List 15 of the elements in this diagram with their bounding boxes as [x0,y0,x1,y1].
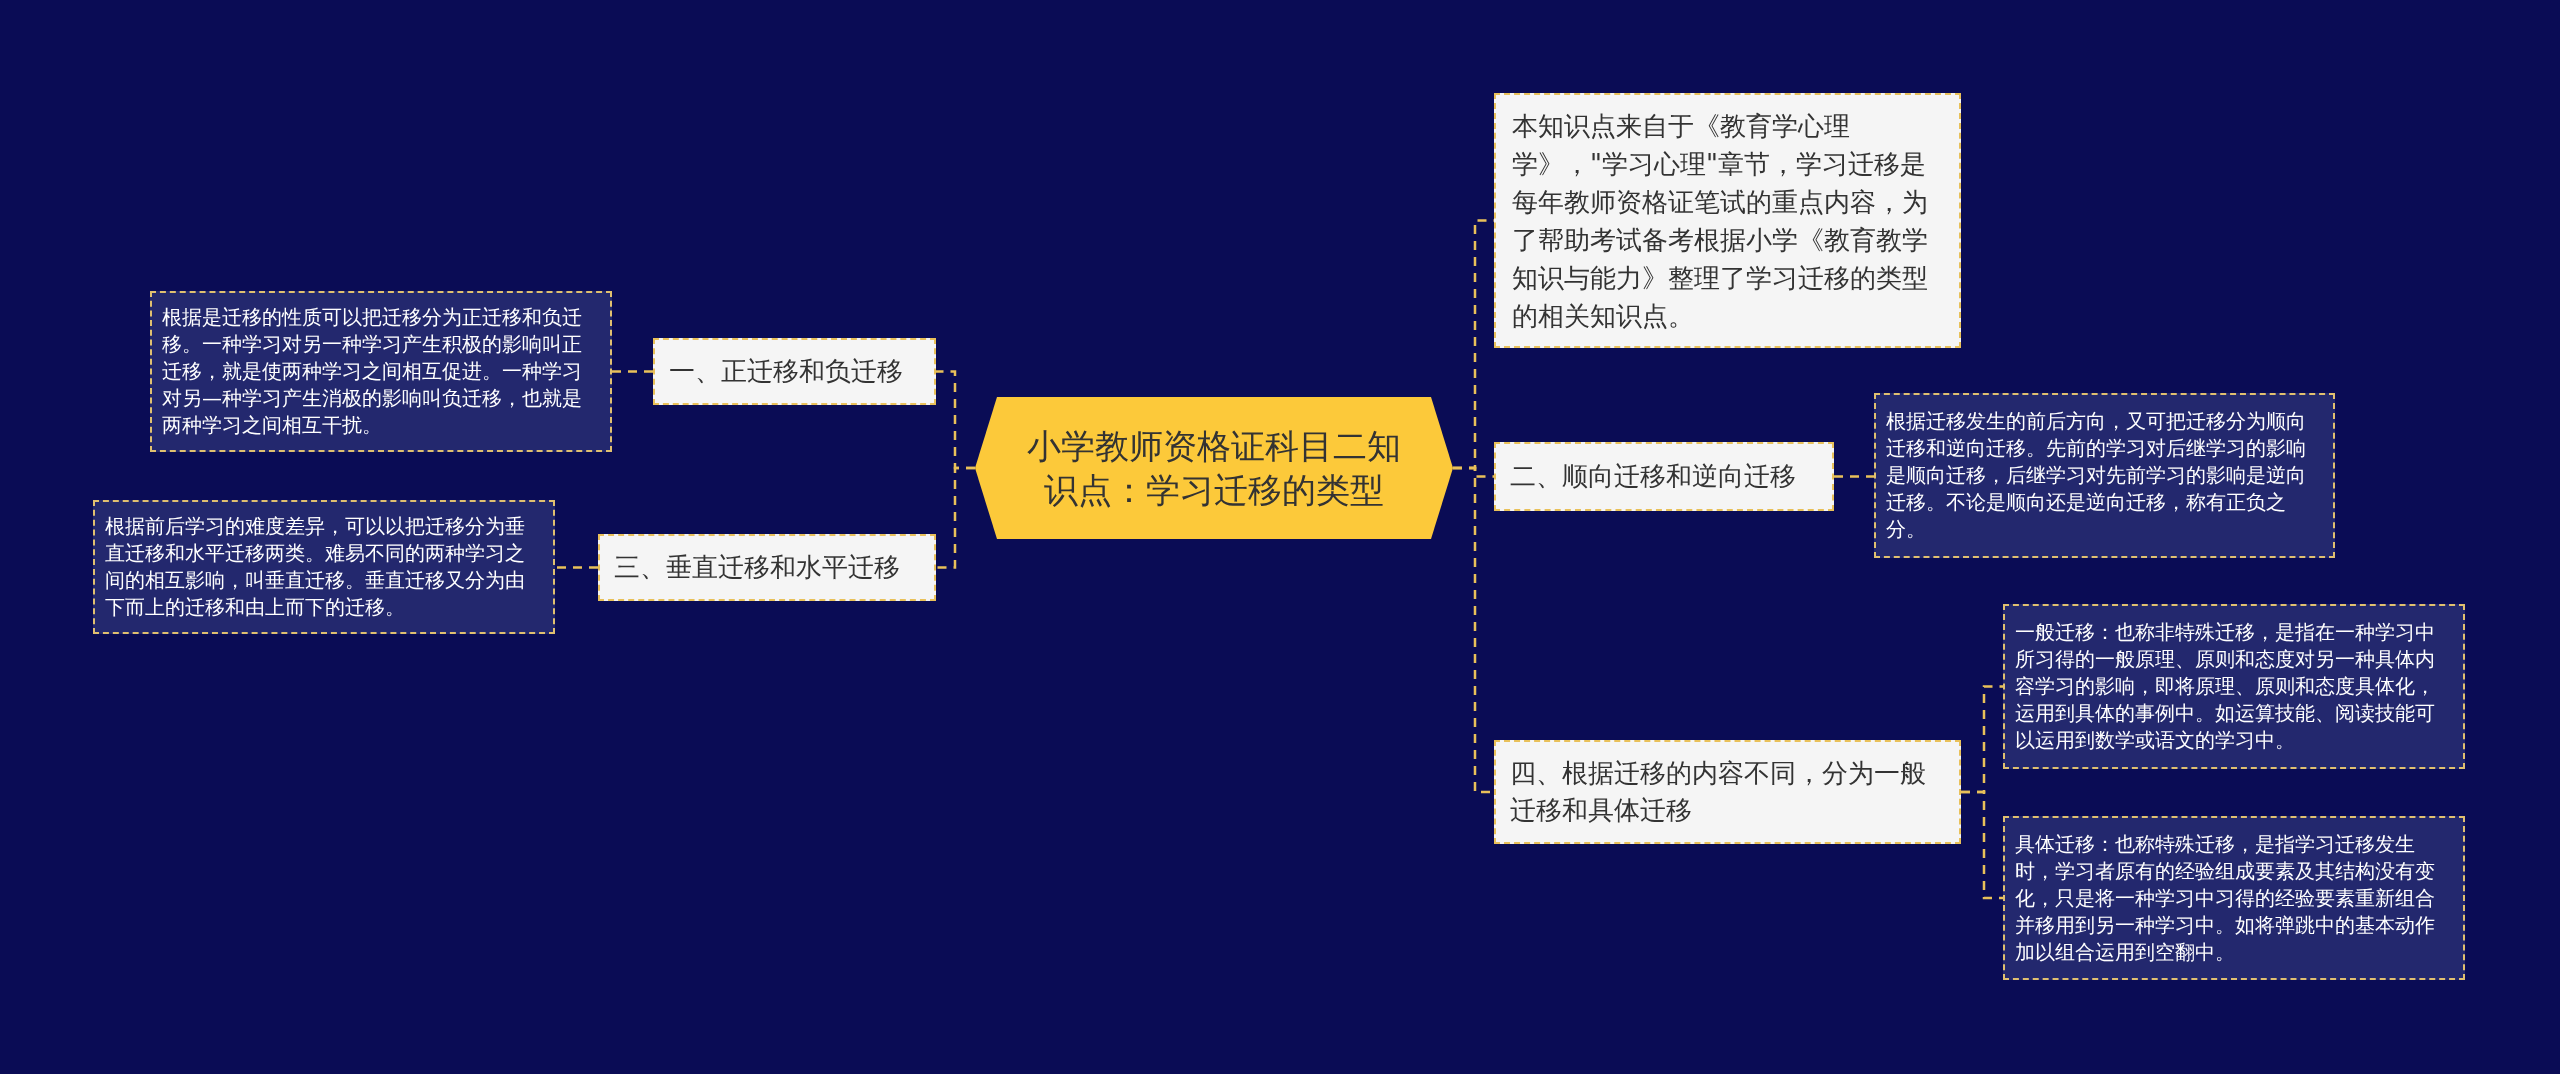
topic-box: 一、正迁移和负迁移 [653,338,936,405]
info-box: 本知识点来自于《教育学心理学》，"学习心理"章节，学习迁移是每年教师资格证笔试的重点内容，为了帮助考试备考根据小学《教育教学知识与能力》整理了学习迁移的类型的相关知识点。 [1494,93,1961,348]
connector [1834,475,1874,478]
topic-box: 三、垂直迁移和水平迁移 [598,534,936,601]
note-box: 根据迁移发生的前后方向，又可把迁移分为顺向迁移和逆向迁移。先前的学习对后继学习的影响是顺向迁移，后继学习对先前学习的影响是逆向迁移。不论是顺向还是逆向迁移，称有正负之分。 [1874,393,2335,558]
connector [1961,790,2003,900]
connector [555,566,598,569]
connector [936,466,975,569]
connector [612,370,653,373]
topic-box: 四、根据迁移的内容不同，分为一般迁移和具体迁移 [1494,740,1961,844]
topic-box: 二、顺向迁移和逆向迁移 [1494,442,1834,511]
note-box: 根据是迁移的性质可以把迁移分为正迁移和负迁移。一种学习对另一种学习产生积极的影响叫正迁移，就是使两种学习之间相互促进。一种学习对另—种学习产生消极的影响叫负迁移，也就是两种学习之间相互干扰。 [150,291,612,452]
note-box: 一般迁移：也称非特殊迁移，是指在一种学习中所习得的一般原理、原则和态度对另一种具体内容学习的影响，即将原理、原则和态度具体化，运用到具体的事例中。如运算技能、阅读技能可以运用到数学或语文的学习中。 [2003,604,2465,769]
note-box: 根据前后学习的难度差异，可以以把迁移分为垂直迁移和水平迁移两类。难易不同的两种学习之间的相互影响，叫垂直迁移。垂直迁移又分为由下而上的迁移和由上而下的迁移。 [93,500,555,634]
note-box: 具体迁移：也称特殊迁移，是指学习迁移发生时，学习者原有的经验组成要素及其结构没有变化，只是将一种学习中习得的经验要素重新组合并移用到另一种学习中。如将弹跳中的基本动作加以组合运用到空翻中。 [2003,816,2465,980]
